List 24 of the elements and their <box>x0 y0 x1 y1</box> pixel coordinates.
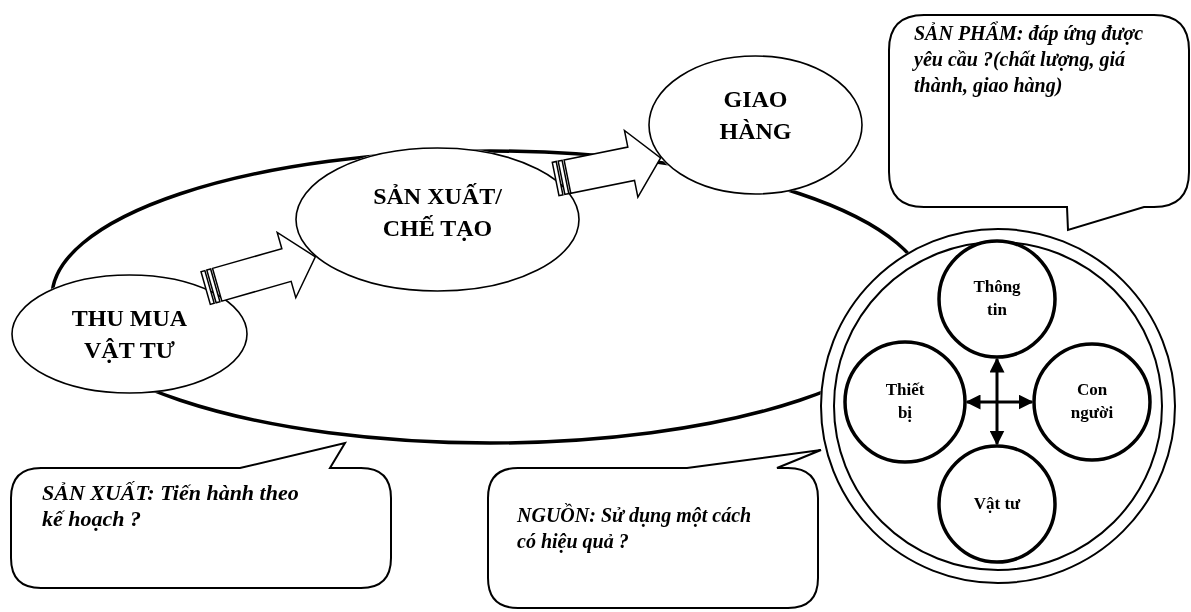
callout-text: SẢN PHẨM: đáp ứng được yêu cầu ?(chất lượng, giá thành, giao hàng) <box>914 20 1145 98</box>
resource-circle <box>937 239 1057 359</box>
node-label: Thiết bị <box>884 379 926 424</box>
callout-text: SẢN XUẤT: Tiến hành theo kế hoạch ? <box>42 480 300 533</box>
node-label: Con người <box>1069 379 1115 424</box>
node-label: THU MUA VẬT TƯ <box>70 303 189 365</box>
node-label: SẢN XUẤT/ CHẾ TẠO <box>372 181 503 243</box>
resource-circle <box>843 340 967 464</box>
process-ellipse <box>648 55 863 195</box>
arrow <box>965 394 1034 410</box>
resource-circle <box>820 228 1176 584</box>
callout-text: NGUỒN: Sử dụng một cách có hiệu quả ? <box>517 502 752 554</box>
process-ellipse <box>11 274 248 394</box>
node-label: Thông tin <box>972 276 1022 321</box>
node-label: GIAO HÀNG <box>718 84 793 146</box>
speech-bubble <box>487 448 823 612</box>
block-arrow <box>200 230 317 306</box>
block-arrow <box>551 128 662 200</box>
resource-circle <box>1032 342 1152 462</box>
node-label: Vật tư <box>972 492 1022 515</box>
arrow <box>989 357 1005 446</box>
speech-bubble <box>888 14 1190 232</box>
resource-circle <box>937 444 1057 564</box>
speech-bubble <box>10 440 394 590</box>
